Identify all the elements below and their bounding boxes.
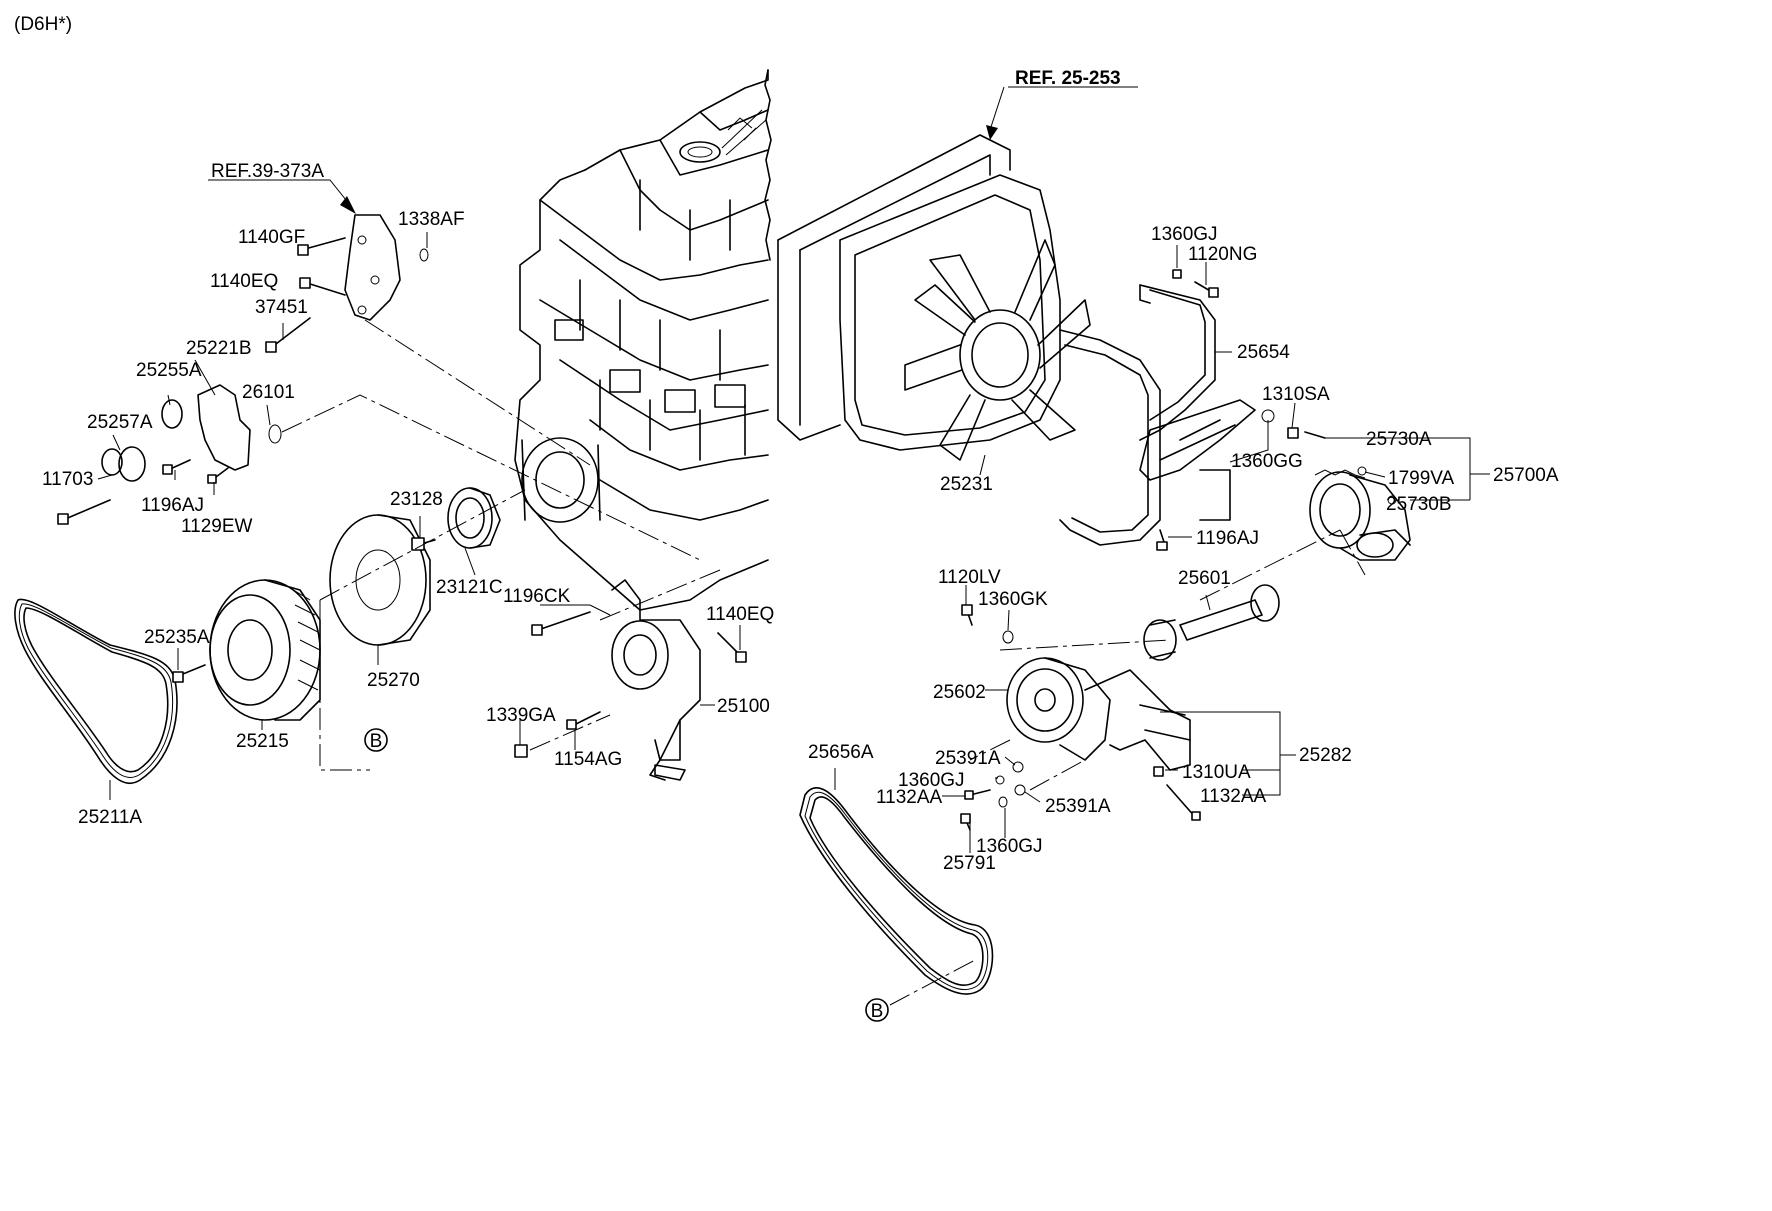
shaft-25601 (1143, 584, 1280, 661)
label-1132AA: 1132AA (876, 787, 943, 808)
connector-markers: B B (364, 728, 889, 1022)
label-25391A-b: 25391A (1045, 796, 1111, 817)
model-code: (D6H*) (14, 14, 72, 35)
label-1140GF: 1140GF (238, 227, 305, 248)
label-1310UA: 1310UA (1182, 762, 1251, 783)
label-25282: 25282 (1299, 745, 1352, 766)
belt-25656A (799, 787, 994, 995)
marker-b-left: B (370, 731, 383, 752)
label-1154AG: 1154AG (554, 749, 622, 770)
hub-23121C (447, 487, 501, 549)
leader-lines (97, 86, 1490, 853)
label-1120NG: 1120NG (1188, 244, 1257, 265)
label-25215: 25215 (236, 731, 289, 752)
engine-block (514, 69, 772, 611)
label-1360GJ-b: 1360GJ (898, 770, 965, 791)
label-1196AJ: 1196AJ (141, 495, 204, 516)
label-25730B: 25730B (1386, 494, 1452, 515)
label-1196AJ-b: 1196AJ (1196, 528, 1259, 549)
label-1799VA: 1799VA (1388, 468, 1455, 489)
label-25656A: 25656A (808, 742, 874, 763)
tensioner-assembly (101, 384, 282, 482)
label-25270: 25270 (367, 670, 420, 691)
label-25235A: 25235A (144, 627, 210, 648)
label-25257A: 25257A (87, 412, 153, 433)
label-1140EQ: 1140EQ (210, 271, 278, 292)
label-25654: 25654 (1237, 342, 1290, 363)
fan-clutch-25700A (1309, 469, 1411, 561)
part-labels: (D6H*) REF.39-373A REF. 25-253 1140GF 13… (14, 14, 1559, 874)
label-23128: 23128 (390, 489, 443, 510)
label-1310SA: 1310SA (1262, 384, 1330, 405)
label-1360GJ: 1360GJ (1151, 224, 1218, 245)
label-25601: 25601 (1178, 568, 1231, 589)
label-1339GA: 1339GA (486, 705, 556, 726)
label-25730A: 25730A (1366, 429, 1432, 450)
label-25700A: 25700A (1493, 465, 1559, 486)
fasteners (57, 237, 1397, 831)
ref-39-373A: REF.39-373A (211, 161, 324, 182)
label-1338AF: 1338AF (398, 209, 465, 230)
marker-b-right: B (871, 1001, 884, 1022)
label-1196CK: 1196CK (503, 586, 571, 607)
water-pump-25100 (611, 579, 701, 781)
label-1132AA-b: 1132AA (1200, 786, 1267, 807)
label-11703: 11703 (42, 469, 93, 490)
ref-25-253: REF. 25-253 (1015, 68, 1121, 89)
label-25791: 25791 (943, 853, 996, 874)
label-25602: 25602 (933, 682, 986, 703)
label-37451: 37451 (255, 297, 308, 318)
label-1120LV: 1120LV (938, 567, 1001, 588)
damper-25270 (329, 514, 431, 646)
label-23121C: 23121C (436, 577, 503, 598)
fan-bracket-25654 (1139, 284, 1256, 521)
label-25231: 25231 (940, 474, 993, 495)
label-1360GG: 1360GG (1231, 451, 1303, 472)
label-25221B: 25221B (186, 338, 252, 359)
label-25255A: 25255A (136, 360, 202, 381)
bracket-ref39 (344, 214, 401, 321)
pulley-25215 (209, 579, 321, 721)
label-25211A: 25211A (78, 807, 142, 828)
pulley-bracket-25282 (1006, 657, 1191, 771)
label-1360GJ-c: 1360GJ (976, 836, 1043, 857)
ref-arrows (340, 125, 998, 214)
label-1360GK: 1360GK (978, 589, 1048, 610)
label-25391A: 25391A (935, 748, 1001, 769)
belt-25211A (14, 598, 178, 784)
label-26101: 26101 (242, 382, 295, 403)
label-25100: 25100 (717, 696, 770, 717)
label-1140EQ-b: 1140EQ (706, 604, 774, 625)
label-1129EW: 1129EW (181, 516, 253, 537)
assembly-lines (281, 319, 1366, 1006)
radiator-shroud (777, 134, 1161, 546)
